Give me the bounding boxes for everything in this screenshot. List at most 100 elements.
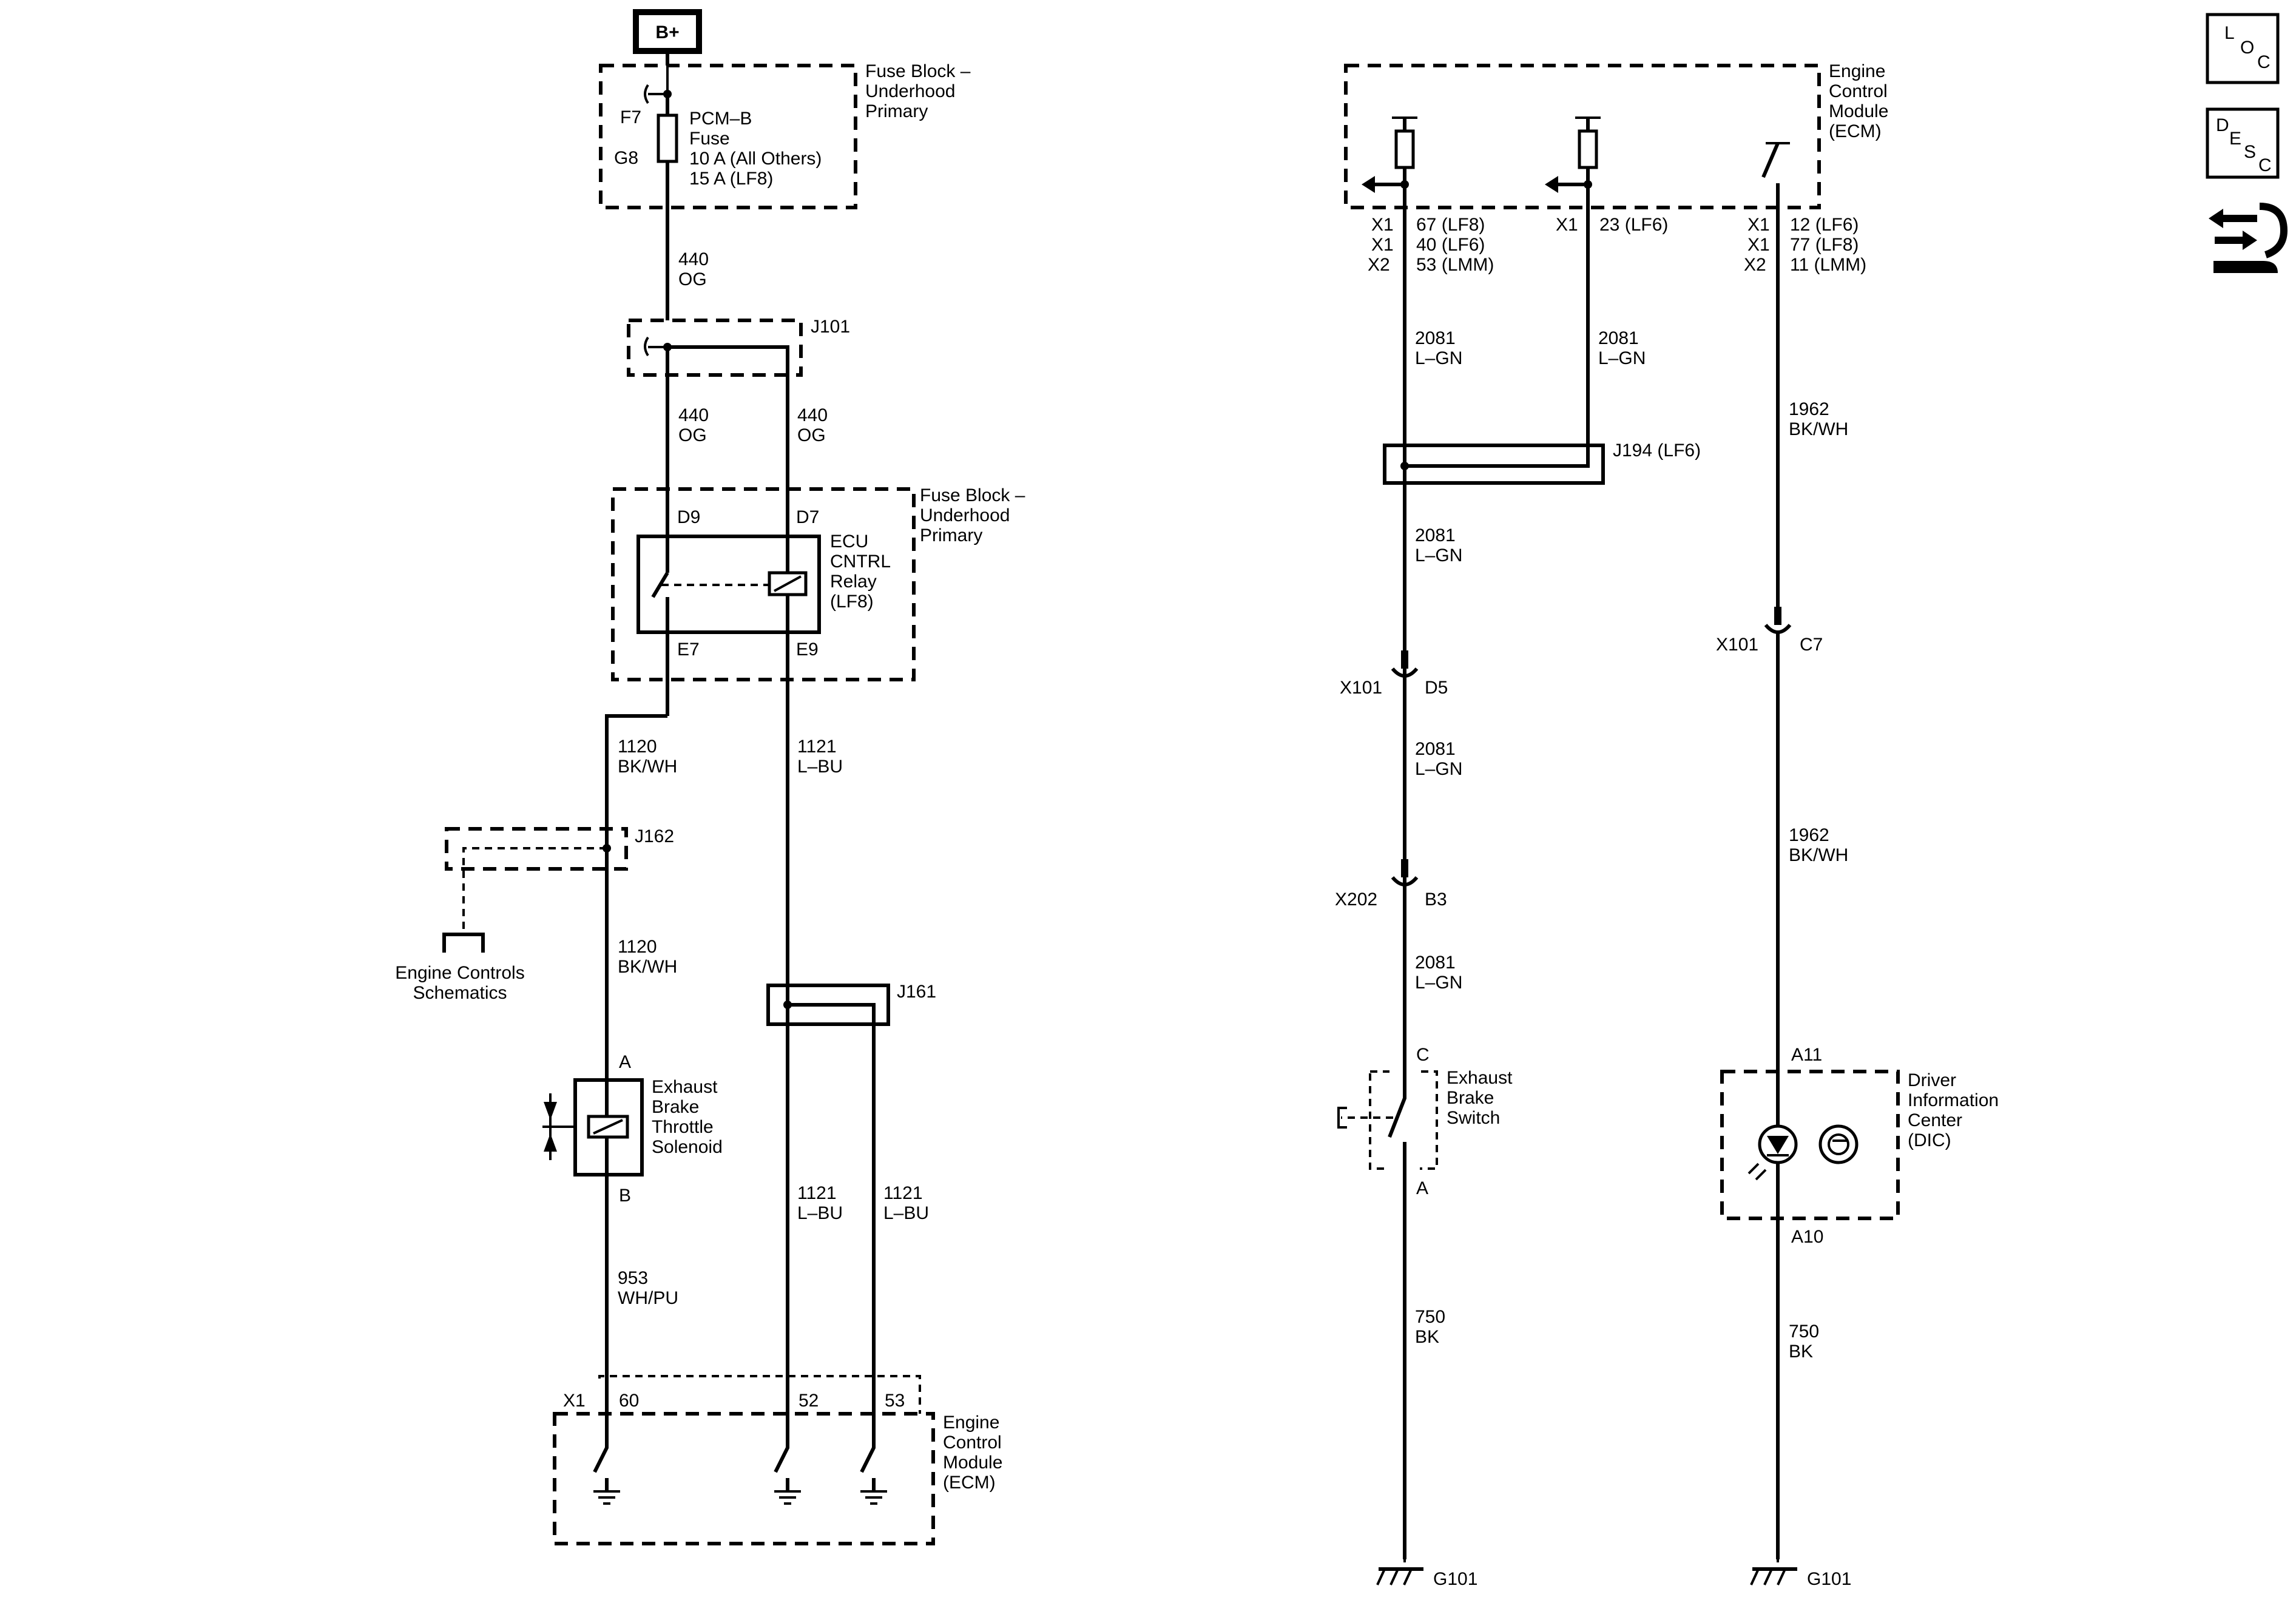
- ecm-bottom-pin-52: 52: [799, 1391, 819, 1411]
- desc-letter-c: C: [2258, 155, 2272, 175]
- wire-2081-b-color: L–GN: [1598, 348, 1646, 368]
- dic-outline: [1720, 1070, 1900, 1220]
- dic-label-2: Information: [1908, 1090, 1999, 1110]
- ground-g101-right-label: G101: [1807, 1569, 1851, 1589]
- relay-pin-d7: D7: [796, 507, 819, 527]
- ecm-bottom-pin-53: 53: [885, 1391, 905, 1411]
- ecm-output-col3: [1761, 142, 1790, 613]
- fuse-block-mid-label-2: Underhood: [920, 505, 1010, 525]
- fuse-pin-f7: F7: [620, 107, 641, 127]
- ground-g101-right-icon: [1750, 1517, 1797, 1585]
- fuse-label-4: 15 A (LF8): [689, 169, 773, 189]
- pin-col3-conn-3: X2: [1744, 255, 1766, 275]
- pin-col2-conn-1: X1: [1556, 215, 1578, 235]
- fuse-label-3: 10 A (All Others): [689, 149, 822, 169]
- fuse-block-mid-label-1: Fuse Block –: [920, 485, 1025, 505]
- pin-col3-pin-3: 11 (LMM): [1790, 255, 1866, 275]
- switch-label-1: Exhaust: [1447, 1068, 1513, 1088]
- solenoid-label-4: Solenoid: [652, 1137, 723, 1157]
- wire-440-b-color: OG: [678, 425, 707, 445]
- dic-label-4: (DIC): [1908, 1130, 1951, 1150]
- pin-col1-conn-3: X2: [1368, 255, 1390, 275]
- pin-col3-pin-2: 77 (LF8): [1790, 235, 1859, 255]
- solenoid-label-2: Brake: [652, 1097, 699, 1117]
- wire-2081-c-circuit: 2081: [1415, 525, 1456, 545]
- wire-1120-a-color: BK/WH: [618, 757, 677, 777]
- dic-led-icon: [1747, 1124, 1798, 1181]
- conn-x101-d5-pin: D5: [1425, 678, 1448, 698]
- splice-j161-label: J161: [897, 982, 936, 1002]
- fuse-block-top-label-1: Fuse Block –: [865, 61, 971, 81]
- ecm-top-label-3: Module: [1829, 101, 1888, 121]
- ecm-bottom-label-4: (ECM): [943, 1473, 996, 1493]
- fuse-block-mid-label-3: Primary: [920, 525, 982, 545]
- ecm-bottom-pin-60: 60: [619, 1391, 639, 1411]
- relay-label-3: Relay: [830, 572, 877, 592]
- pin-col1-conn-2: X1: [1371, 235, 1394, 255]
- ground-g101-left-label: G101: [1433, 1569, 1477, 1589]
- ecm-bottom-switches: [593, 1389, 887, 1505]
- ecm-bottom-label-2: Control: [943, 1433, 1002, 1453]
- wire-1962-a-color: BK/WH: [1789, 419, 1848, 439]
- conn-x101-c7-pin: C7: [1800, 635, 1823, 655]
- conn-x101-c7-connector: X101: [1716, 635, 1758, 655]
- pin-col1-pin-3: 53 (LMM): [1416, 255, 1494, 275]
- conn-x202-b3-pin: B3: [1425, 890, 1447, 910]
- wire-2081-d-circuit: 2081: [1415, 739, 1456, 759]
- solenoid-label-1: Exhaust: [652, 1077, 718, 1097]
- relay-label-4: (LF8): [830, 592, 874, 612]
- splice-j194-label: J194 (LF6): [1613, 441, 1701, 461]
- pin-col1-pin-2: 40 (LF6): [1416, 235, 1485, 255]
- wire-1121-a-color: L–BU: [797, 757, 843, 777]
- wire-2081-c-color: L–GN: [1415, 545, 1462, 565]
- relay-label-1: ECU: [830, 532, 868, 552]
- exhaust-brake-indicator-icon: [1818, 1124, 1859, 1164]
- description-button[interactable]: D E S C: [2206, 107, 2280, 179]
- desc-letter-s: S: [2244, 142, 2256, 162]
- wire-1121-b-color: L–BU: [797, 1203, 843, 1223]
- switch-label-2: Brake: [1447, 1088, 1494, 1108]
- ecm-top-label-4: (ECM): [1829, 121, 1882, 141]
- wire-1962-b-color: BK/WH: [1789, 845, 1848, 865]
- ecm-bottom-label-1: Engine: [943, 1413, 999, 1433]
- ecm-bottom-connector: X1: [563, 1391, 586, 1411]
- wire-750-b-circuit: 750: [1789, 1322, 1819, 1342]
- wire-1121-c-circuit: 1121: [883, 1183, 923, 1203]
- wire-2081-a-circuit: 2081: [1415, 328, 1456, 348]
- dic-pin-a11: A11: [1791, 1045, 1822, 1065]
- wire-440-a-circuit: 440: [678, 249, 709, 269]
- battery-label: B+: [655, 22, 679, 42]
- wire-2081-a-color: L–GN: [1415, 348, 1462, 368]
- pin-col3-conn-2: X1: [1747, 235, 1770, 255]
- battery-terminal: B+: [633, 9, 702, 54]
- splice-j161-box: [766, 984, 890, 1026]
- wire-440-c-circuit: 440: [797, 405, 828, 425]
- relay-pin-e7: E7: [677, 640, 700, 660]
- fuse-label-1: PCM–B: [689, 109, 752, 129]
- wire-1120-b-circuit: 1120: [618, 937, 657, 957]
- wire-1121-c-color: L–BU: [883, 1203, 929, 1223]
- wire-750-a-circuit: 750: [1415, 1307, 1445, 1327]
- fuse-pin-g8: G8: [614, 148, 638, 168]
- solenoid-pin-b: B: [619, 1186, 631, 1206]
- connector-repair-button[interactable]: [2209, 203, 2288, 273]
- pin-col3-conn-1: X1: [1747, 215, 1770, 235]
- ecm-bottom-outline: [553, 1412, 935, 1545]
- desc-letter-e: E: [2229, 129, 2241, 149]
- relay-pin-d9: D9: [677, 507, 700, 527]
- switch-pin-a: A: [1416, 1178, 1428, 1198]
- switch-pin-c: C: [1416, 1045, 1430, 1065]
- splice-j101-outline: [627, 319, 803, 377]
- location-button[interactable]: L O C: [2206, 13, 2280, 84]
- ecm-bottom-label-3: Module: [943, 1453, 1002, 1473]
- ground-g101-left-icon: [1376, 1517, 1423, 1585]
- wire-750-b-color: BK: [1789, 1342, 1813, 1362]
- pcm-b-fuse: [644, 66, 678, 208]
- wire-953-circuit: 953: [618, 1268, 648, 1288]
- wire-440-b-circuit: 440: [678, 405, 709, 425]
- conn-x202-b3-connector: X202: [1335, 890, 1377, 910]
- fuse-block-mid-outline: [611, 487, 916, 681]
- loc-letter-c: C: [2257, 52, 2271, 72]
- engine-controls-label-2: Schematics: [413, 983, 507, 1003]
